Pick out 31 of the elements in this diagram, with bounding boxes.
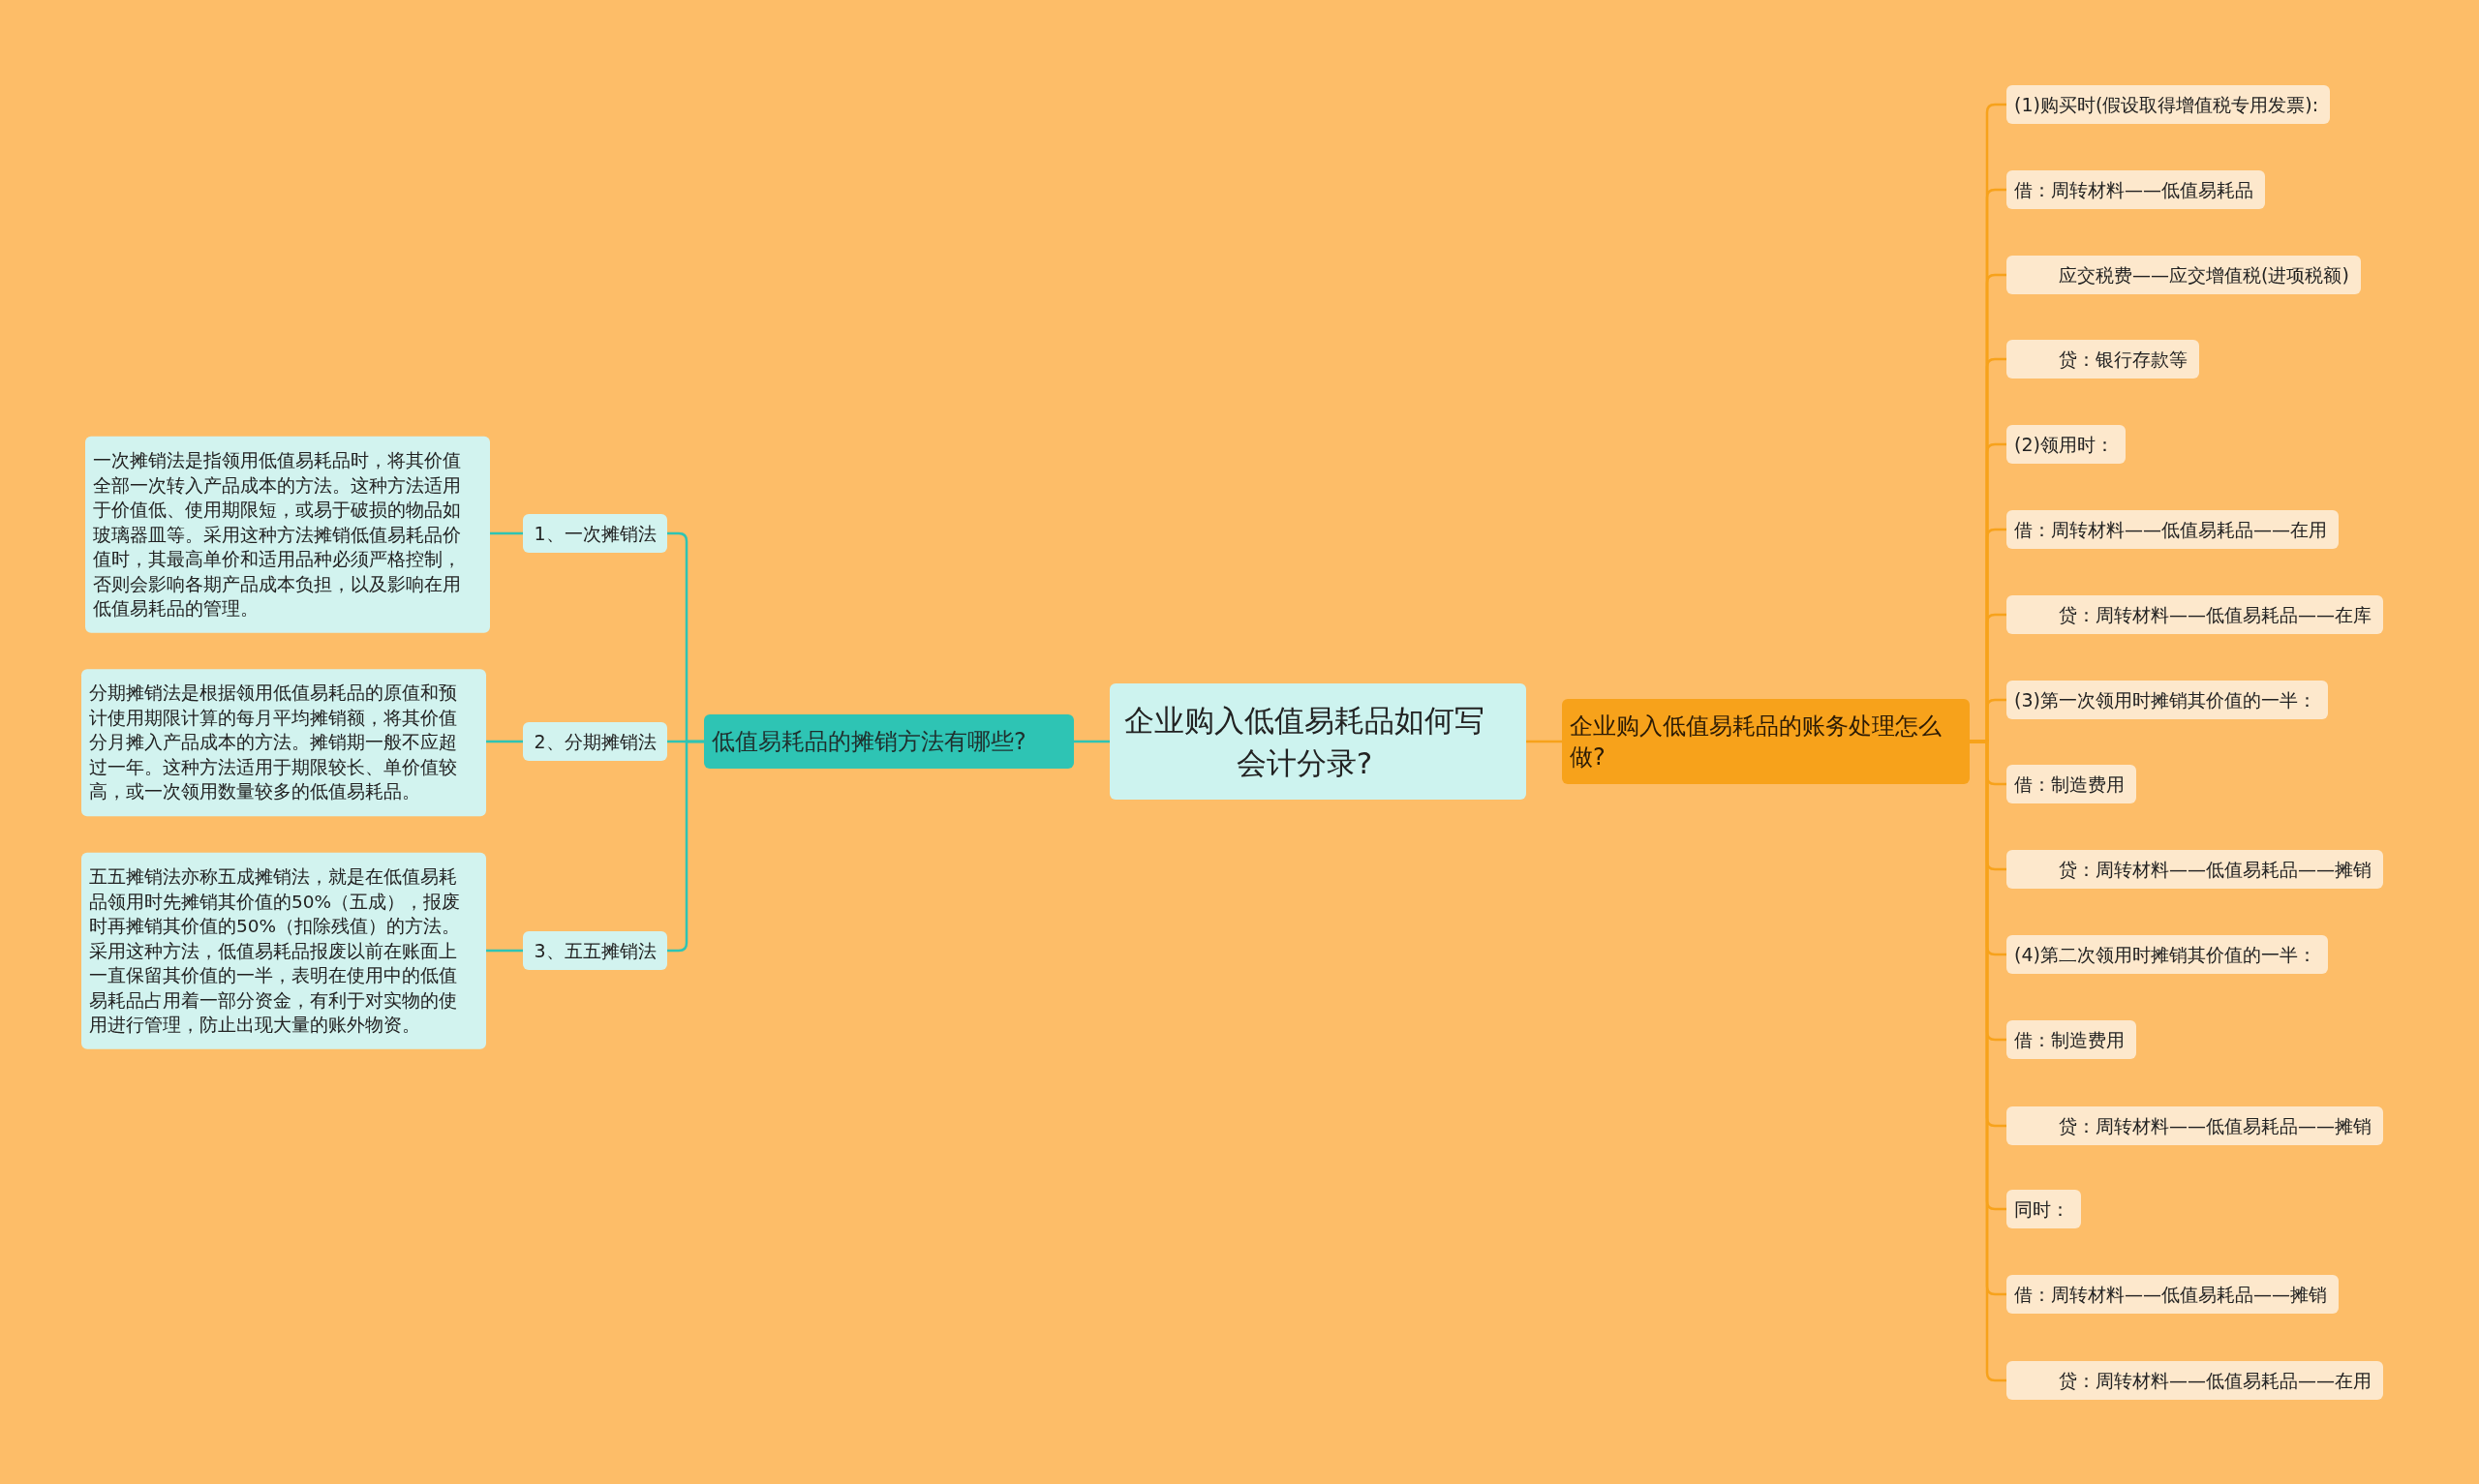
connector-line: [486, 949, 523, 953]
entry-box: 同时：: [2006, 1190, 2081, 1228]
entry-box: 贷：周转材料——低值易耗品——在库: [2006, 595, 2383, 634]
description-box: 一次摊销法是指领用低值易耗品时，将其价值全部一次转入产品成本的方法。这种方法适用于价值低、使用期限短，或易于破损的物品如玻璃器皿等。采用这种方法摊销低值易耗品价值时，其最高单价和适用品种必须严格控制，否则会影响各期产品成本负担，以及影响在用低值易耗品的管理。: [85, 436, 490, 633]
connector-line: [1526, 740, 1562, 743]
entry-box: 贷：周转材料——低值易耗品——在用: [2006, 1361, 2383, 1400]
entry-box: 借：周转材料——低值易耗品——摊销: [2006, 1275, 2339, 1314]
entry-box: 贷：银行存款等: [2006, 340, 2199, 379]
entry-box: (3)第一次领用时摊销其价值的一半：: [2006, 681, 2328, 719]
entry-box: 借：制造费用: [2006, 1020, 2136, 1059]
subtopic-box: 2、分期摊销法: [523, 722, 667, 761]
entry-box: 贷：周转材料——低值易耗品——摊销: [2006, 850, 2383, 889]
connector-line: [667, 740, 704, 953]
subtopic-box: 3、五五摊销法: [523, 931, 667, 970]
entry-box: 贷：周转材料——低值易耗品——摊销: [2006, 1106, 2383, 1145]
entry-box: 应交税费——应交增值税(进项税额): [2006, 256, 2361, 294]
entry-box: 借：周转材料——低值易耗品: [2006, 170, 2265, 209]
subtopic-box: 1、一次摊销法: [523, 514, 667, 553]
entry-box: (4)第二次领用时摊销其价值的一半：: [2006, 935, 2328, 974]
connector-line: [486, 740, 523, 743]
branch-box: 低值易耗品的摊销方法有哪些?: [704, 714, 1074, 769]
entry-box: 借：周转材料——低值易耗品——在用: [2006, 510, 2339, 549]
connector-line: [490, 531, 523, 535]
entry-box: (1)购买时(假设取得增值税专用发票):: [2006, 85, 2331, 124]
entry-box: (2)领用时：: [2006, 425, 2126, 464]
topic-box: 企业购入低值易耗品如何写会计分录?: [1110, 683, 1526, 800]
entry-box: 借：制造费用: [2006, 765, 2136, 803]
description-box: 五五摊销法亦称五成摊销法，就是在低值易耗品领用时先摊销其价值的50%（五成），报废时再摊销其价值的50%（扣除残值）的方法。采用这种方法，低值易耗品报废以前在账面上一直保留其价值的一半，表明在使用中的低值易耗品占用着一部分资金，有利于对实物的使用进行管理，防止出现大量的账外物资。: [81, 852, 486, 1049]
connector-line: [1074, 740, 1110, 743]
description-box: 分期摊销法是根据领用低值易耗品的原值和预计使用期限计算的每月平均摊销额，将其价值分月摊入产品成本的方法。摊销期一般不应超过一年。这种方法适用于期限较长、单价值较高，或一次领用数量较多的低值易耗品。: [81, 669, 486, 816]
branch-box: 企业购入低值易耗品的账务处理怎么做?: [1562, 699, 1970, 784]
